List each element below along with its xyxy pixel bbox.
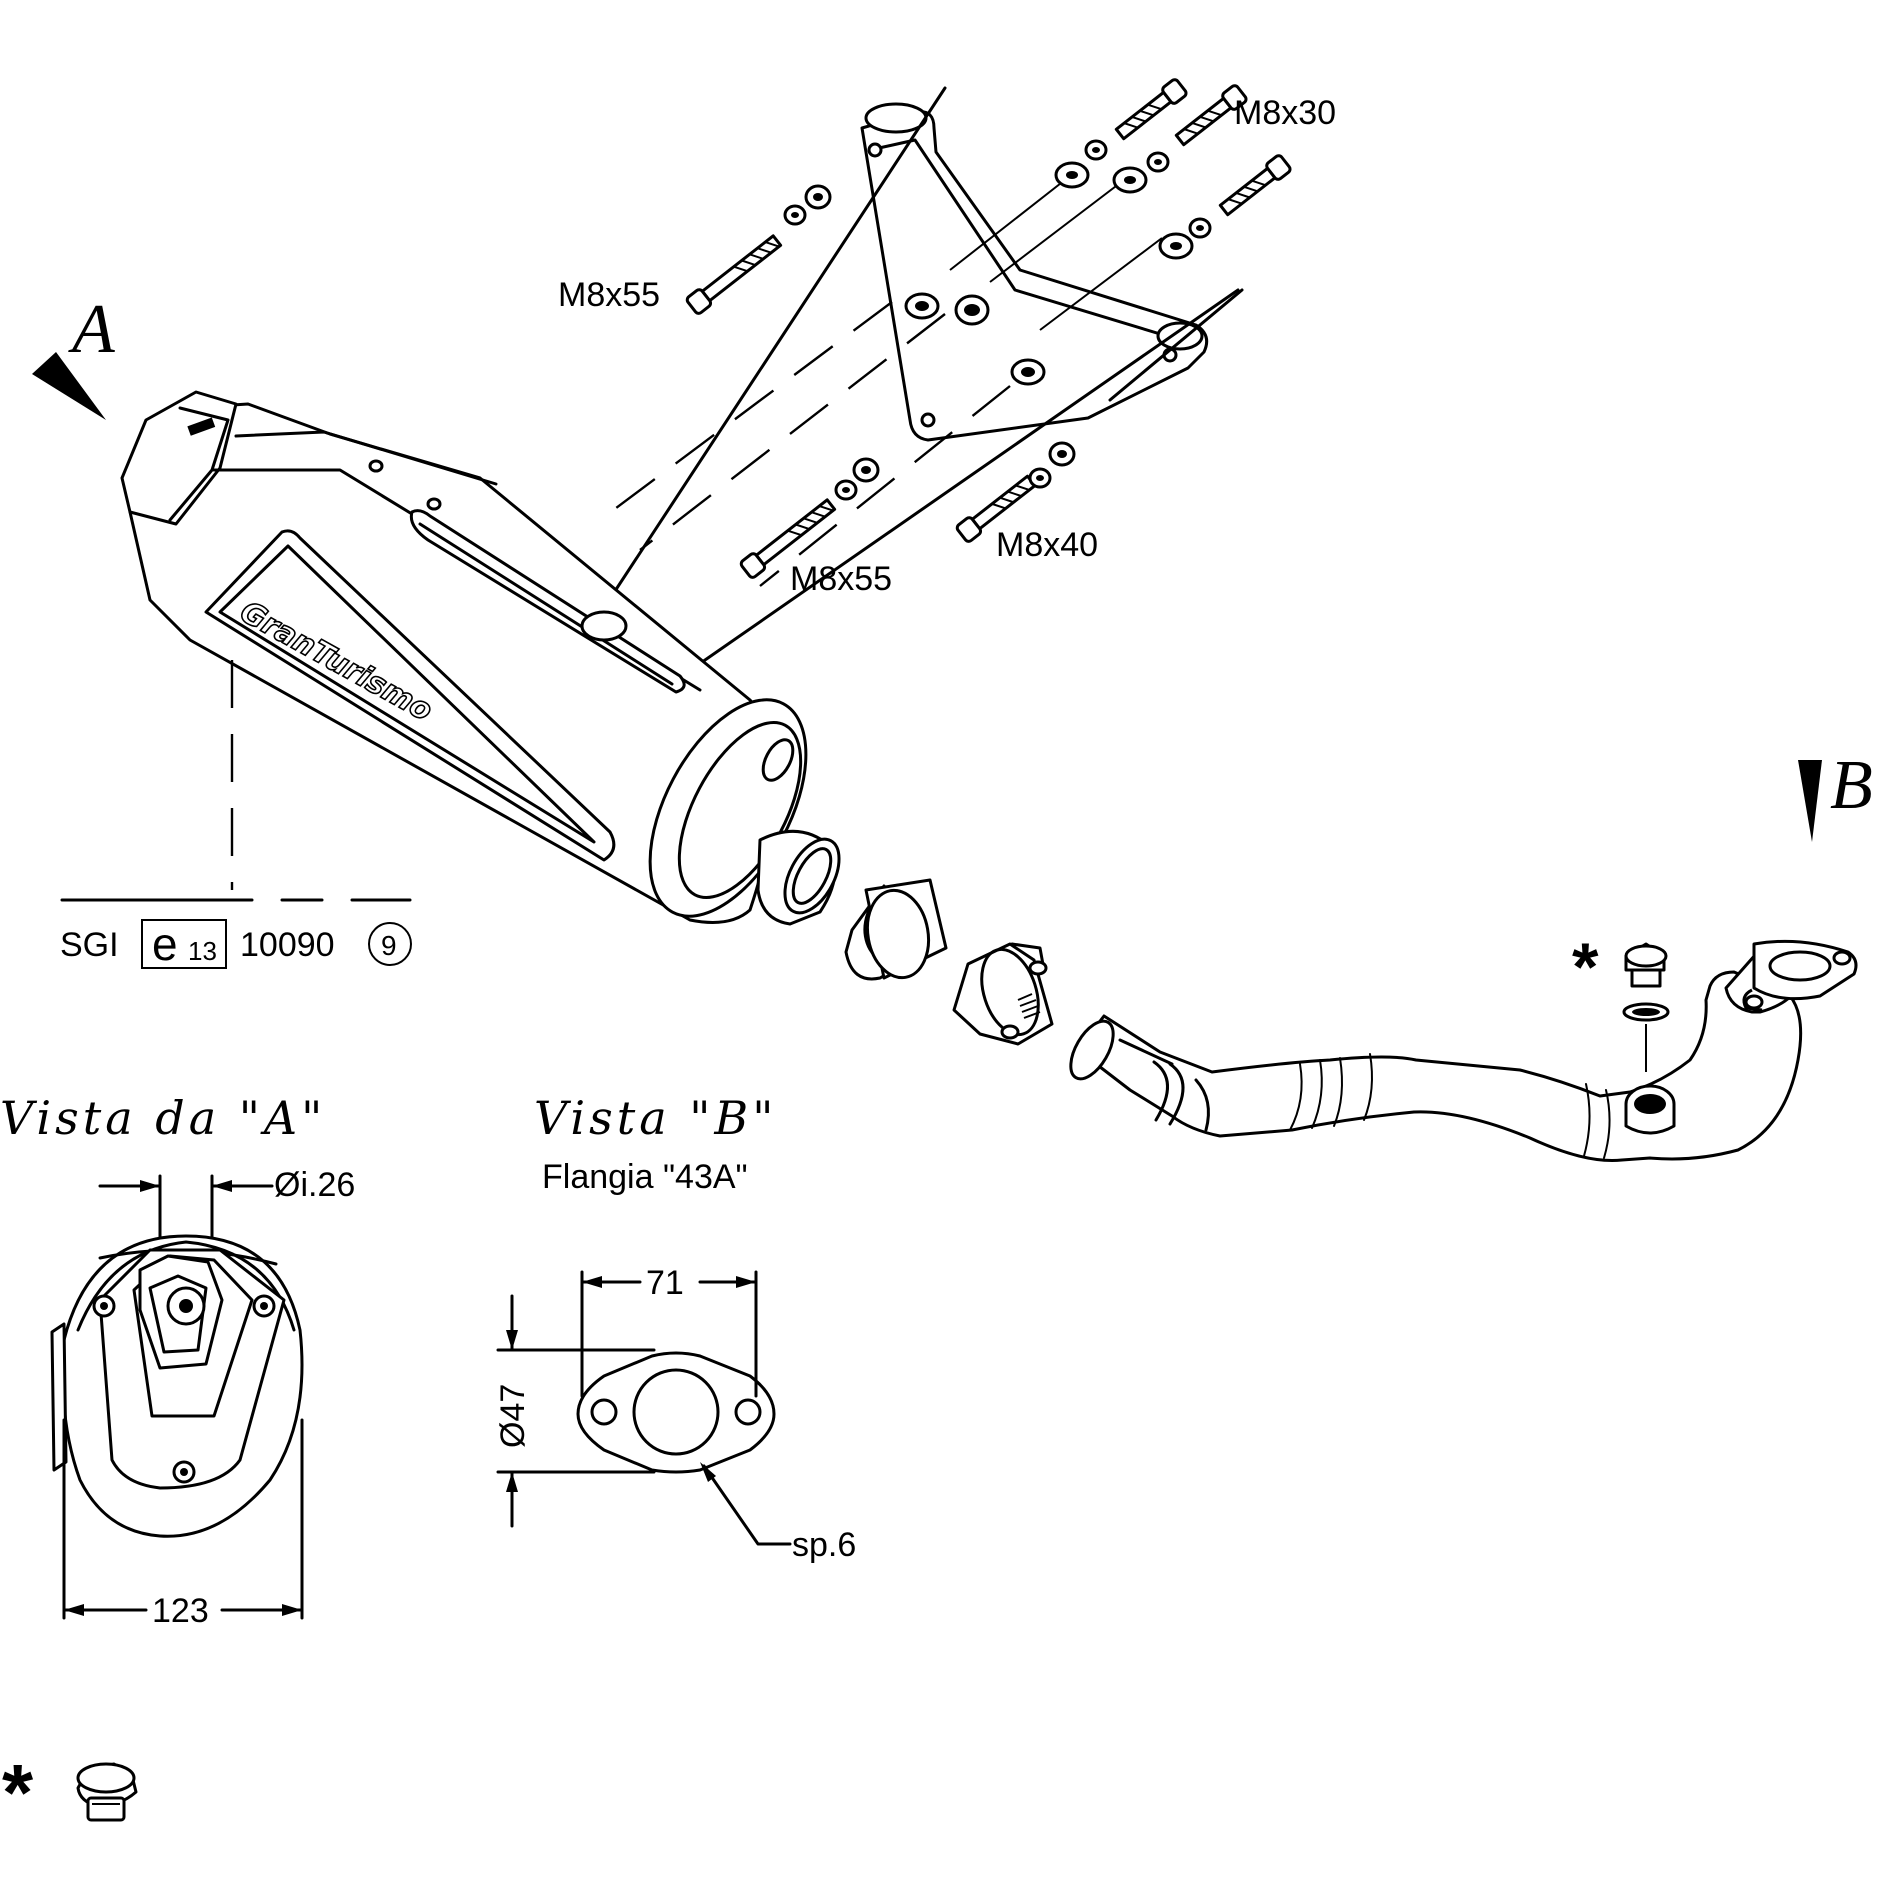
circled-number: 9 [381, 930, 397, 961]
bolt-label-m8x40: M8x40 [996, 526, 1098, 564]
spring-clamp [952, 942, 1054, 1046]
bolt-m8x30-lower [1158, 154, 1292, 260]
bolt-m8x30-left [1054, 78, 1188, 189]
view-b-width: 71 [646, 1264, 684, 1302]
view-a-inner-diameter: Øi.26 [274, 1166, 355, 1204]
e-mark-letter: e [152, 918, 178, 970]
view-a-letter: A [68, 291, 115, 368]
view-b-drawing: Vista "B" Flangia "43A" 71 Ø47 sp.6 [494, 1091, 856, 1564]
circled-number-ring [368, 922, 412, 966]
view-a-width: 123 [152, 1592, 209, 1630]
alignment-lines [594, 86, 1244, 678]
view-a-arrow: A [32, 291, 115, 420]
view-b-subtitle: Flangia "43A" [542, 1158, 748, 1196]
view-a-drawing: Vista da "A" Øi.26 1 [0, 1091, 355, 1630]
view-a-title: Vista da "A" [0, 1091, 326, 1145]
bolt-m8x55-upper [685, 184, 832, 315]
coupling-sleeve [844, 878, 948, 981]
view-b-diameter: Ø47 [494, 1384, 532, 1448]
view-b-letter: B [1830, 747, 1873, 824]
homologation-mark: SGI e 13 10090 9 [60, 918, 412, 970]
homologation-code: SGI [60, 926, 119, 964]
bolt-label-m8x30: M8x30 [1234, 94, 1336, 132]
legend-asterisk: * [2, 1748, 34, 1837]
asterisk-legend: * [2, 1748, 138, 1837]
e-mark-box [141, 919, 227, 969]
bolt-label-m8x55-upper: M8x55 [558, 276, 660, 314]
bolt-m8x30-right [1112, 84, 1248, 194]
header-pipe [1069, 939, 1858, 1162]
silencer: GranTurismo [120, 390, 841, 926]
mounting-bracket [860, 102, 1209, 442]
sensor-plug: * [1572, 929, 1670, 1084]
bolt-m8x40 [955, 441, 1076, 543]
e-mark-number: 13 [188, 936, 217, 966]
homologation-number: 10090 [240, 926, 335, 964]
view-b-arrow: B [1798, 747, 1873, 842]
sensor-plug-asterisk: * [1572, 929, 1599, 1005]
bolt-label-m8x55-lower: M8x55 [790, 560, 892, 598]
bolt-m8x55-lower [739, 457, 880, 579]
view-b-thickness: sp.6 [792, 1526, 856, 1564]
view-b-title: Vista "B" [534, 1091, 777, 1145]
